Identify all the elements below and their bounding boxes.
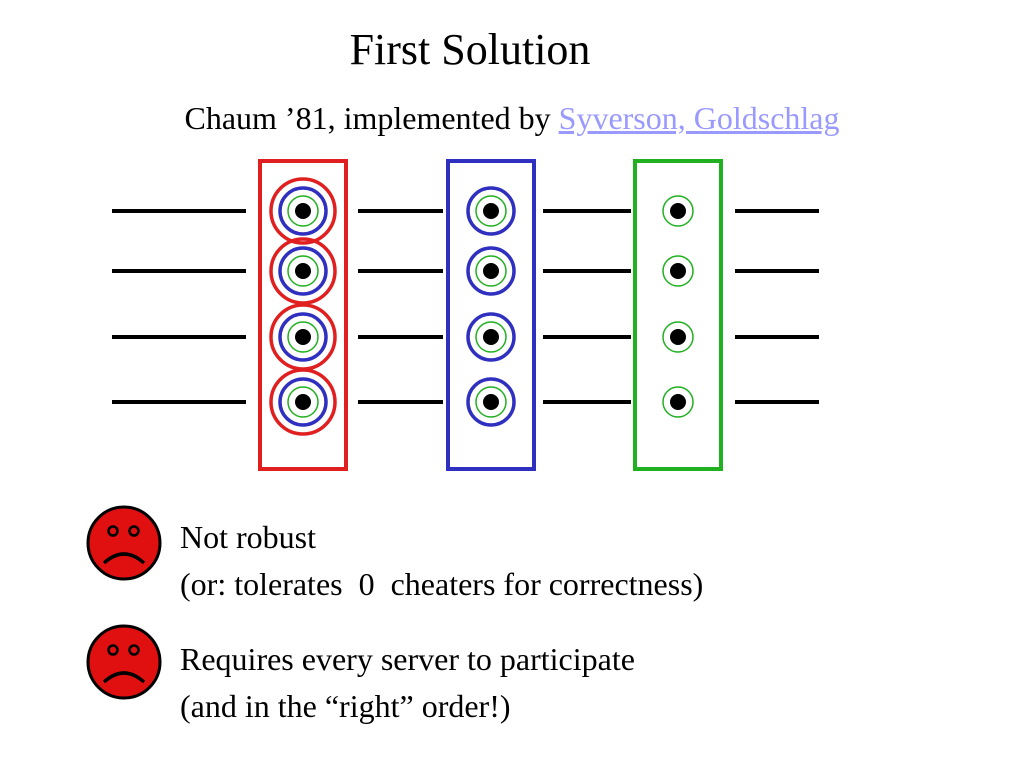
server-box: [258, 159, 348, 471]
encryption-layer: [287, 321, 319, 353]
message-dot: [670, 329, 686, 345]
bullet-1-line-1: Not robust: [180, 519, 316, 555]
wire-group: [112, 209, 819, 404]
encryption-layer: [466, 246, 516, 296]
message-dot: [670, 394, 686, 410]
bullet-2-line-1: Requires every server to participate: [180, 641, 635, 677]
message-dot: [483, 203, 499, 219]
server-box: [446, 159, 536, 471]
encryption-layer: [287, 255, 319, 287]
encryption-layer: [466, 186, 516, 236]
message-dot: [670, 263, 686, 279]
encryption-layer: [475, 321, 507, 353]
slide-subtitle: Chaum ’81, implemented by Syverson, Gold…: [0, 96, 1024, 140]
encryption-layer: [269, 368, 337, 436]
subtitle-text: Chaum ’81, implemented by: [184, 100, 559, 136]
encryption-layer: [269, 177, 337, 245]
encryption-layer: [278, 377, 328, 427]
encryption-layer: [269, 237, 337, 305]
encryption-layer: [662, 255, 694, 287]
message-dot: [483, 394, 499, 410]
message-dot: [295, 203, 311, 219]
encryption-layer: [475, 255, 507, 287]
encryption-layer: [466, 377, 516, 427]
encryption-layer: [662, 321, 694, 353]
encryption-layer: [278, 312, 328, 362]
message-dot: [295, 263, 311, 279]
encryption-layer: [278, 246, 328, 296]
bullet-1-line-2: (or: tolerates 0 cheaters for correctnes…: [180, 566, 704, 602]
bullet-2-line-2: (and in the “right” order!): [180, 688, 511, 724]
message-dot: [670, 203, 686, 219]
citation-link[interactable]: Syverson, Goldschlag: [558, 100, 840, 136]
encryption-layer: [287, 195, 319, 227]
encryption-layer: [278, 186, 328, 236]
encryption-layer: [662, 386, 694, 418]
encryption-layer: [475, 195, 507, 227]
message-dot: [295, 394, 311, 410]
encryption-layer: [466, 312, 516, 362]
message-dot: [483, 329, 499, 345]
encryption-layer: [475, 386, 507, 418]
message-dot: [295, 329, 311, 345]
message-dot: [483, 263, 499, 279]
server-group: [258, 159, 723, 471]
server-box: [633, 159, 723, 471]
encryption-layer: [662, 195, 694, 227]
encryption-layer: [287, 386, 319, 418]
sad-face-icon: [86, 624, 162, 700]
sad-face-icon: [86, 505, 162, 581]
slide-title: First Solution: [349, 25, 591, 74]
